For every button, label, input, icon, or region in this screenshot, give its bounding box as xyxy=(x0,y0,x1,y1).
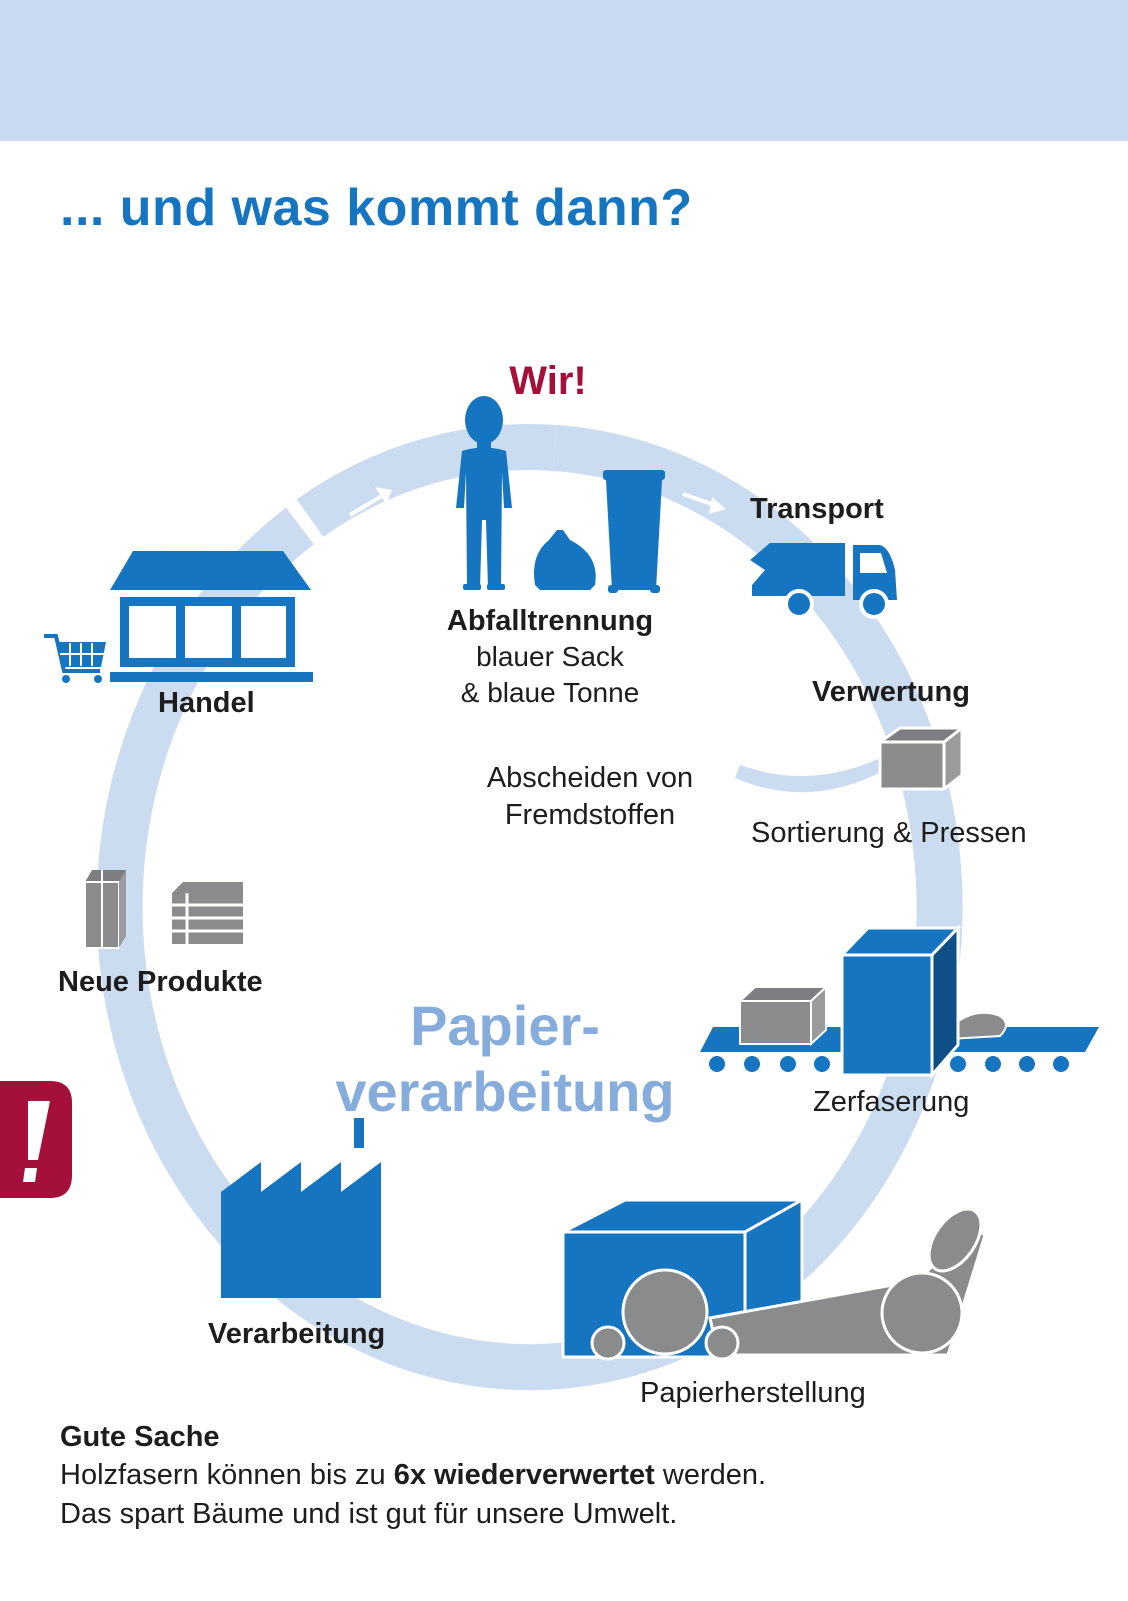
info-heading: Gute Sache xyxy=(60,1421,220,1453)
info-block: Gute Sache Holzfasern können bis zu 6x w… xyxy=(60,1418,1060,1534)
info-line: Holzfasern können bis zu 6x wiederverwer… xyxy=(60,1456,1060,1495)
stage-label-wir: Wir! xyxy=(509,359,587,403)
stage-label-verwertung: Verwertung xyxy=(812,676,970,708)
arrow-icon xyxy=(682,492,726,514)
stage-label-papierherstellung: Papierherstellung xyxy=(640,1377,866,1409)
abscheiden-line: Abscheiden von xyxy=(486,762,694,794)
abfalltrennung-line: blauer Sack xyxy=(476,641,624,672)
stage-label-abfalltrennung: Abfalltrennung blauer Sack & blaue Tonne xyxy=(400,603,700,711)
stage-label-sortierung: Sortierung & Pressen xyxy=(751,817,1027,849)
waste-bin-icon xyxy=(603,470,665,593)
stage-label-zerfaserung: Zerfaserung xyxy=(813,1086,970,1118)
header-band xyxy=(0,0,1128,141)
arrow-icon xyxy=(348,487,392,517)
garbage-bag-icon xyxy=(533,530,596,590)
abscheiden-line: Fremdstoffen xyxy=(504,799,676,831)
factory-icon xyxy=(221,1118,381,1298)
stage-label-verarbeitung: Verarbeitung xyxy=(208,1318,386,1350)
shopping-cart-icon xyxy=(44,634,106,683)
center-title-line: Papier- xyxy=(410,994,600,1057)
info-text: Holzfasern können bis zu xyxy=(60,1459,394,1491)
info-highlight: 6x wiederverwertet xyxy=(393,1459,655,1491)
person-icon xyxy=(456,396,512,590)
stage-label-neue-produkte: Neue Produkte xyxy=(58,966,263,998)
conveyor-machine-icon xyxy=(700,924,1099,1080)
stage-label-transport: Transport xyxy=(750,493,884,525)
page-title: ... und was kommt dann? xyxy=(60,179,693,237)
store-icon xyxy=(110,551,313,682)
stage-label-handel: Handel xyxy=(158,687,255,719)
info-line: Das spart Bäume und ist gut für unsere U… xyxy=(60,1498,678,1530)
center-title-line: verarbeitung xyxy=(335,1060,675,1123)
exclamation-badge-icon xyxy=(0,1081,72,1198)
stage-label-abscheiden: Abscheiden von Fremdstoffen xyxy=(460,760,720,834)
bale-icon xyxy=(878,726,964,791)
abfalltrennung-line: & blaue Tonne xyxy=(460,677,640,708)
abfalltrennung-title: Abfalltrennung xyxy=(446,605,654,637)
info-text: werden. xyxy=(654,1459,767,1491)
diagram-center-title: Papier- verarbeitung xyxy=(310,993,700,1125)
products-icon xyxy=(84,870,243,949)
truck-icon xyxy=(750,543,897,619)
paper-machine-icon xyxy=(561,1197,987,1361)
